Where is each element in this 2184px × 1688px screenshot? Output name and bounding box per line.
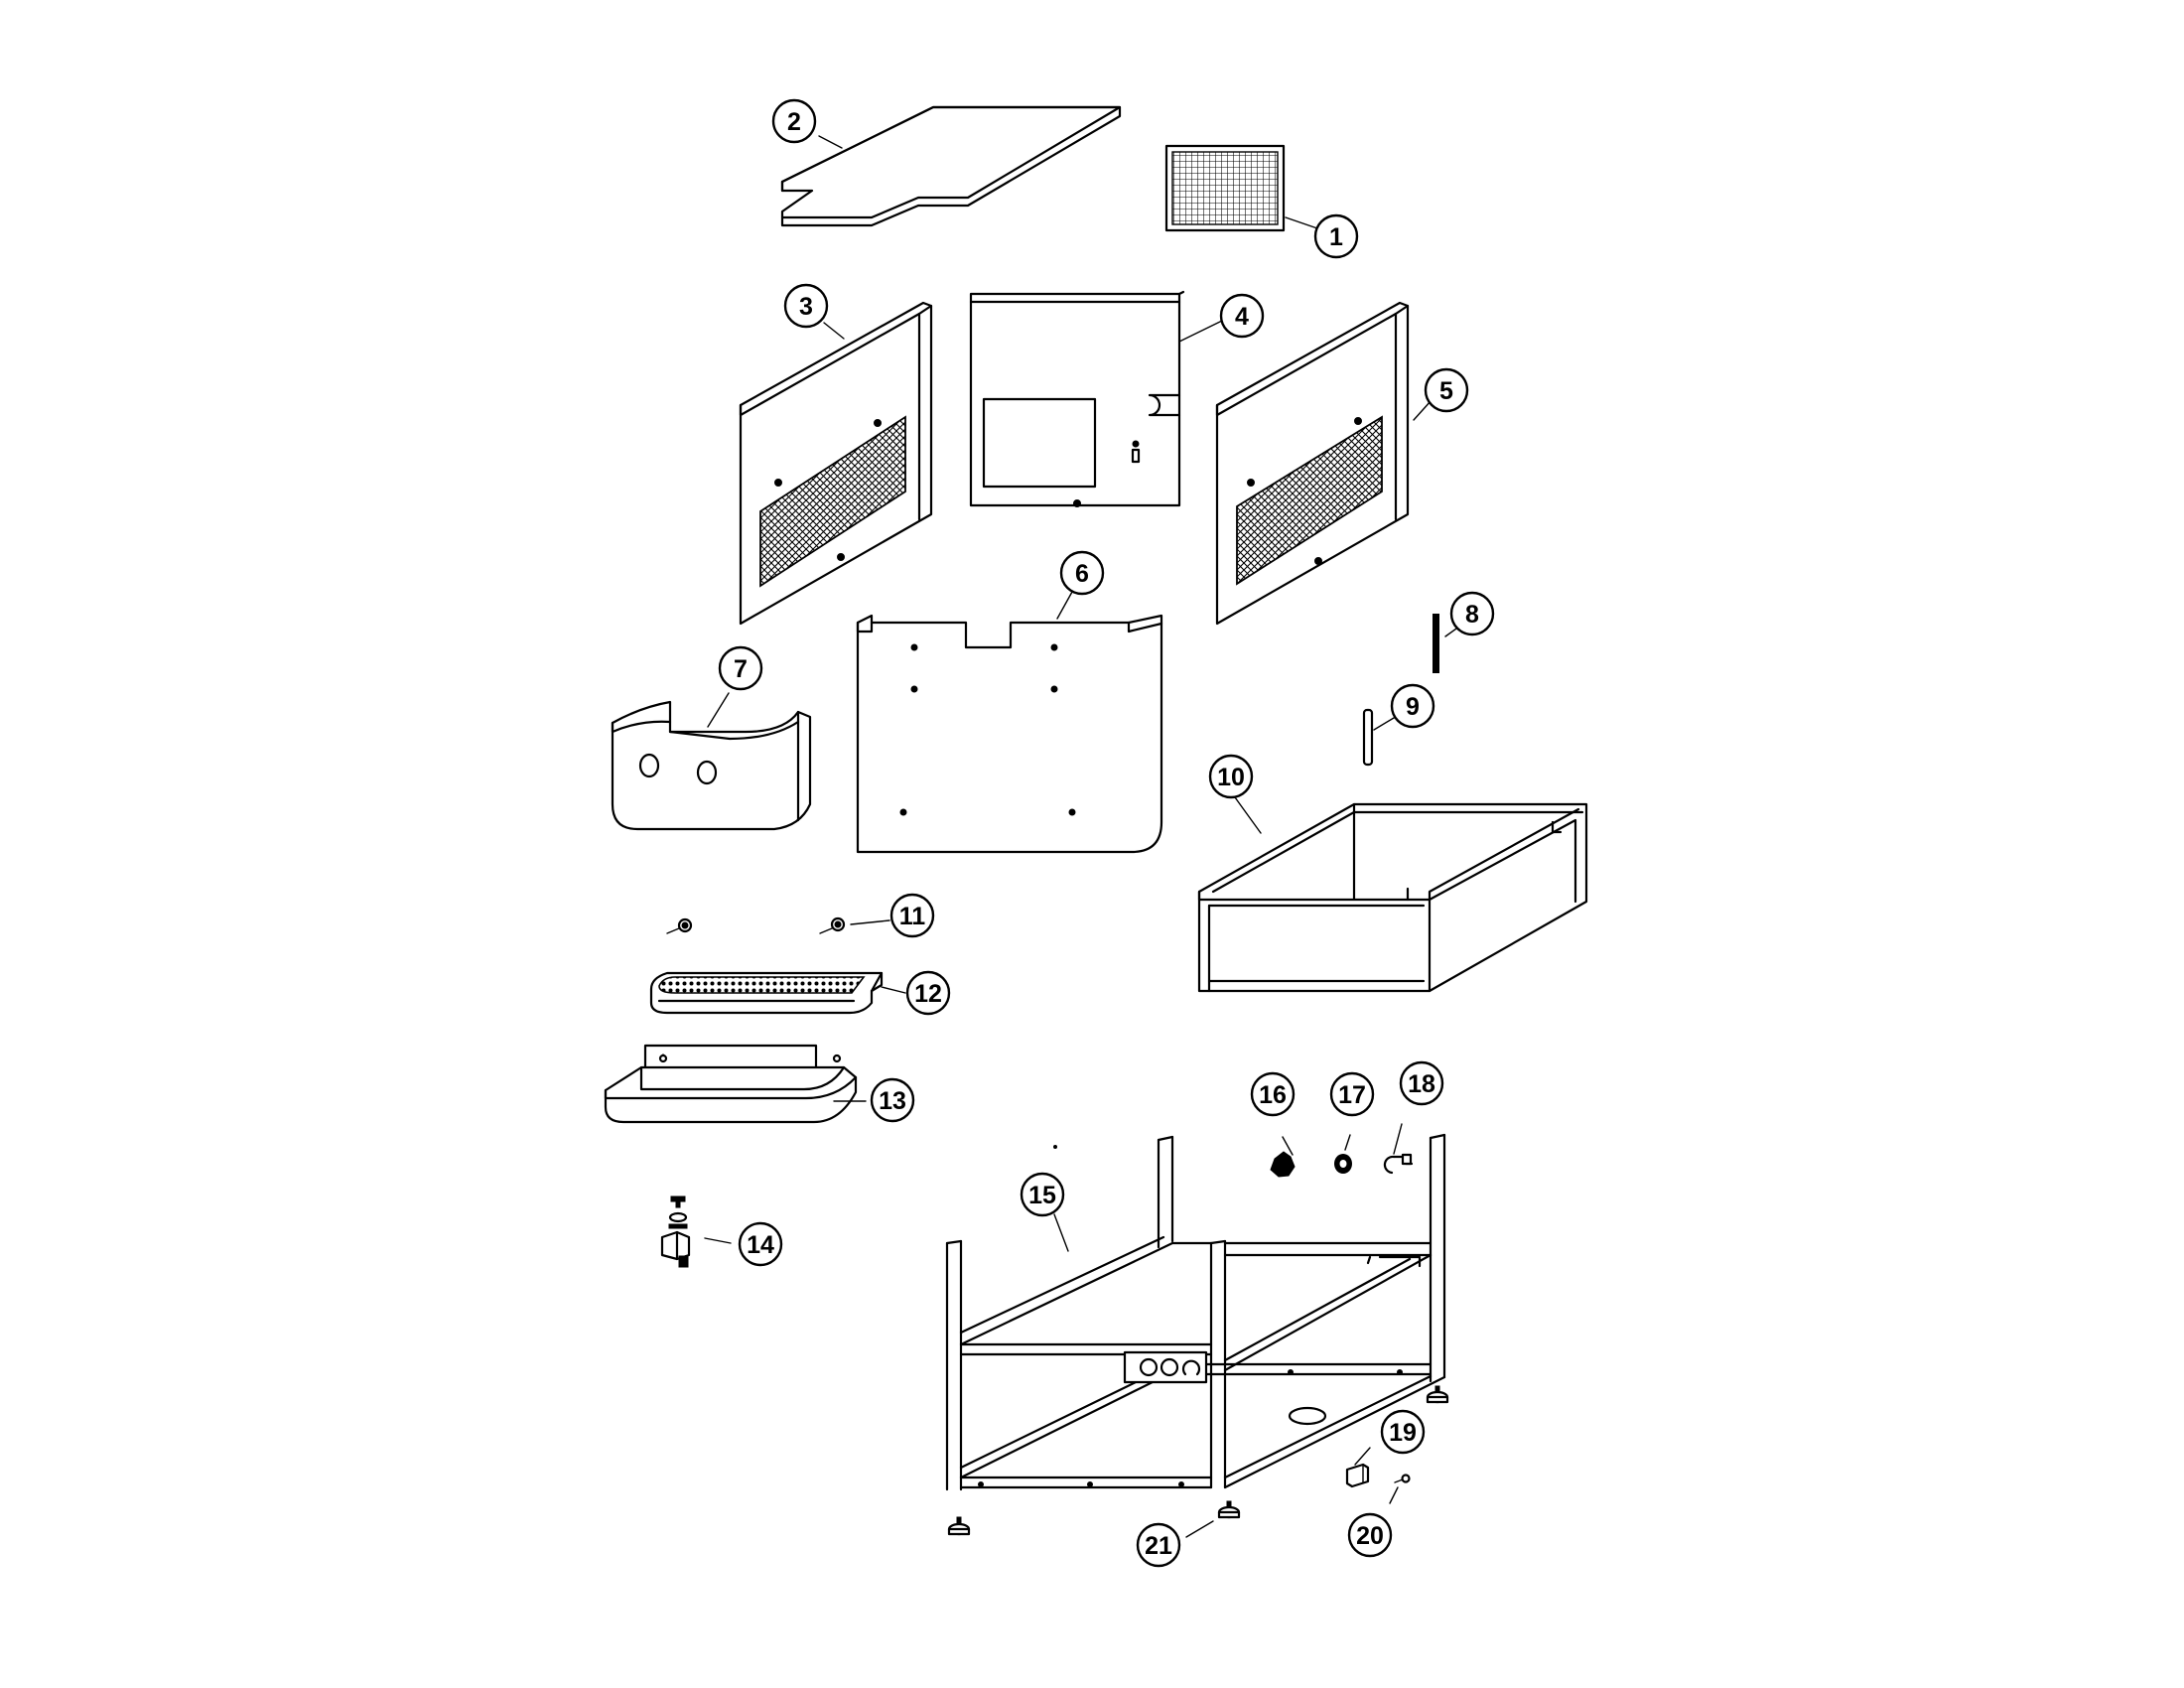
part-17-grommet bbox=[1334, 1154, 1352, 1174]
callout-circle bbox=[1347, 1512, 1393, 1558]
callout-circle bbox=[1250, 1071, 1296, 1117]
callout-21: 21 bbox=[1136, 1522, 1181, 1568]
callout-4: 4 bbox=[1219, 293, 1265, 339]
callout-circle bbox=[1059, 550, 1105, 596]
callout-circle bbox=[870, 1077, 915, 1123]
part-16-knob bbox=[1270, 1151, 1296, 1178]
callout-circle bbox=[1219, 293, 1265, 339]
callout-circle bbox=[718, 645, 763, 691]
part-12-perforated-tray bbox=[649, 971, 884, 1015]
callout-circle bbox=[1136, 1522, 1181, 1568]
callout-number: 8 bbox=[1465, 601, 1479, 629]
callout-19: 19 bbox=[1380, 1409, 1426, 1455]
callout-number: 2 bbox=[787, 108, 801, 136]
part-2-top-panel bbox=[780, 105, 1122, 227]
part-9-pin bbox=[1362, 708, 1374, 767]
callout-circle bbox=[1390, 683, 1435, 729]
callout-number: 6 bbox=[1075, 560, 1089, 588]
callout-7: 7 bbox=[718, 645, 763, 691]
callout-16: 16 bbox=[1250, 1071, 1296, 1117]
callout-number: 18 bbox=[1408, 1070, 1435, 1098]
callout-number: 13 bbox=[879, 1087, 906, 1115]
callout-number: 15 bbox=[1028, 1182, 1056, 1209]
part-19-bracket bbox=[1345, 1463, 1370, 1488]
callout-circle bbox=[905, 970, 951, 1016]
callout-number: 7 bbox=[734, 655, 748, 683]
callout-15: 15 bbox=[1020, 1172, 1065, 1217]
part-10-tray bbox=[1197, 802, 1588, 993]
callout-circle bbox=[1020, 1172, 1065, 1217]
part-20-screw bbox=[1394, 1474, 1411, 1483]
callout-number: 14 bbox=[747, 1231, 774, 1259]
part-3-left-side-panel bbox=[739, 301, 933, 626]
callout-number: 4 bbox=[1235, 303, 1249, 331]
callout-circle bbox=[1399, 1060, 1444, 1106]
callout-number: 21 bbox=[1145, 1532, 1172, 1560]
callout-circle bbox=[1313, 213, 1359, 259]
callout-3: 3 bbox=[783, 283, 829, 329]
callout-5: 5 bbox=[1424, 367, 1469, 413]
callout-circle bbox=[771, 98, 817, 144]
callout-number: 1 bbox=[1329, 223, 1343, 251]
callout-circle bbox=[1380, 1409, 1426, 1455]
callout-circle bbox=[1424, 367, 1469, 413]
callout-2: 2 bbox=[771, 98, 817, 144]
part-11-screws bbox=[666, 916, 846, 934]
part-21-leveling-feet bbox=[947, 1385, 1449, 1536]
callout-number: 9 bbox=[1406, 693, 1420, 721]
callout-1: 1 bbox=[1313, 213, 1359, 259]
part-14-valve bbox=[660, 1196, 691, 1268]
part-8-rod bbox=[1433, 614, 1439, 673]
callout-8: 8 bbox=[1449, 591, 1495, 636]
callout-circle bbox=[1329, 1071, 1375, 1117]
callout-circle bbox=[1208, 754, 1254, 799]
callout-number: 12 bbox=[914, 980, 942, 1008]
callout-13: 13 bbox=[870, 1077, 915, 1123]
callout-number: 11 bbox=[899, 903, 926, 930]
part-15-frame bbox=[945, 1133, 1446, 1491]
callout-circle bbox=[889, 893, 935, 938]
callout-number: 3 bbox=[799, 293, 813, 321]
callout-12: 12 bbox=[905, 970, 951, 1016]
callout-number: 17 bbox=[1338, 1081, 1366, 1109]
callout-14: 14 bbox=[738, 1221, 783, 1267]
callout-10: 10 bbox=[1208, 754, 1254, 799]
part-13-drip-tray bbox=[604, 1044, 858, 1124]
callout-circle bbox=[738, 1221, 783, 1267]
callout-number: 20 bbox=[1356, 1522, 1384, 1550]
part-4-rear-panel bbox=[969, 290, 1185, 507]
callout-number: 19 bbox=[1389, 1419, 1417, 1447]
callout-circle bbox=[783, 283, 829, 329]
part-5-right-side-panel bbox=[1215, 301, 1410, 626]
callout-18: 18 bbox=[1399, 1060, 1444, 1106]
callout-6: 6 bbox=[1059, 550, 1105, 596]
part-7-control-cover bbox=[611, 700, 812, 831]
callout-20: 20 bbox=[1347, 1512, 1393, 1558]
part-1-filter bbox=[1164, 144, 1286, 232]
callout-9: 9 bbox=[1390, 683, 1435, 729]
leader-lines bbox=[704, 135, 1464, 1538]
callout-number: 5 bbox=[1439, 377, 1453, 405]
part-18-clip bbox=[1383, 1153, 1414, 1175]
callout-number: 10 bbox=[1217, 764, 1245, 791]
callout-17: 17 bbox=[1329, 1071, 1375, 1117]
callout-number: 16 bbox=[1259, 1081, 1287, 1109]
callout-circle bbox=[1449, 591, 1495, 636]
part-6-front-panel bbox=[856, 614, 1163, 854]
callout-11: 11 bbox=[889, 893, 935, 938]
